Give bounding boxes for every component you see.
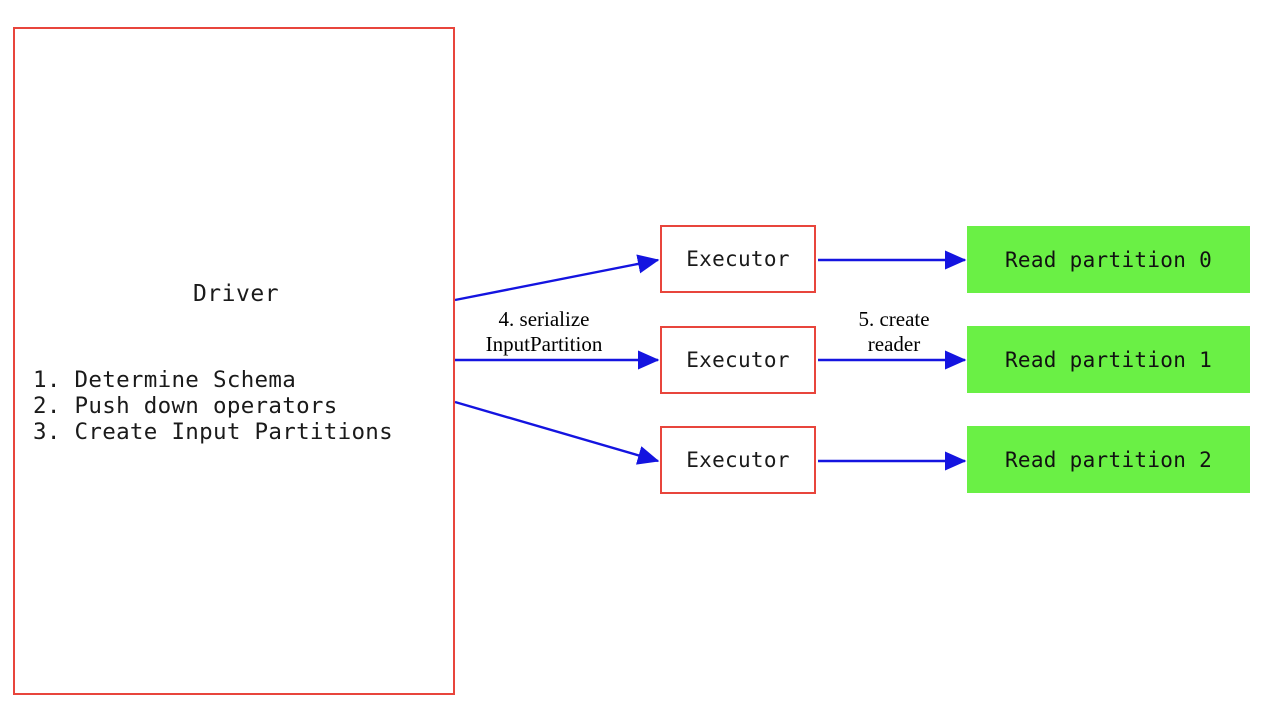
arrow-label-create-reader: 5. create reader xyxy=(858,307,930,356)
arrow-driver-to-executor-0 xyxy=(454,254,660,302)
executor-label-2: Executor xyxy=(686,448,790,472)
partition-box-0: Read partition 0 xyxy=(967,226,1250,293)
partition-label-2: Read partition 2 xyxy=(1004,447,1213,472)
executor-box-1: Executor xyxy=(660,326,816,394)
driver-step-2: 2. Push down operators xyxy=(33,393,338,419)
arrows-executor-to-partition xyxy=(818,250,967,471)
partition-label-1: Read partition 1 xyxy=(1004,347,1213,372)
driver-title: Driver xyxy=(192,281,280,307)
arrow-driver-to-executor-2 xyxy=(454,400,660,465)
partition-box-1: Read partition 1 xyxy=(967,326,1250,393)
executor-box-0: Executor xyxy=(660,225,816,293)
arrow-label-serialize: 4. serialize InputPartition xyxy=(485,307,603,356)
driver-steps-list: 1. Determine Schema 2. Push down operato… xyxy=(33,367,453,445)
driver-box: Driver 1. Determine Schema 2. Push down … xyxy=(13,27,455,695)
arrows-driver-to-executor xyxy=(454,254,660,465)
executor-label-0: Executor xyxy=(686,247,790,271)
executor-label-1: Executor xyxy=(686,348,790,372)
executor-box-2: Executor xyxy=(660,426,816,494)
partition-box-2: Read partition 2 xyxy=(967,426,1250,493)
driver-step-3: 3. Create Input Partitions xyxy=(33,419,393,445)
driver-step-1: 1. Determine Schema xyxy=(33,367,297,393)
partition-label-0: Read partition 0 xyxy=(1004,247,1213,272)
